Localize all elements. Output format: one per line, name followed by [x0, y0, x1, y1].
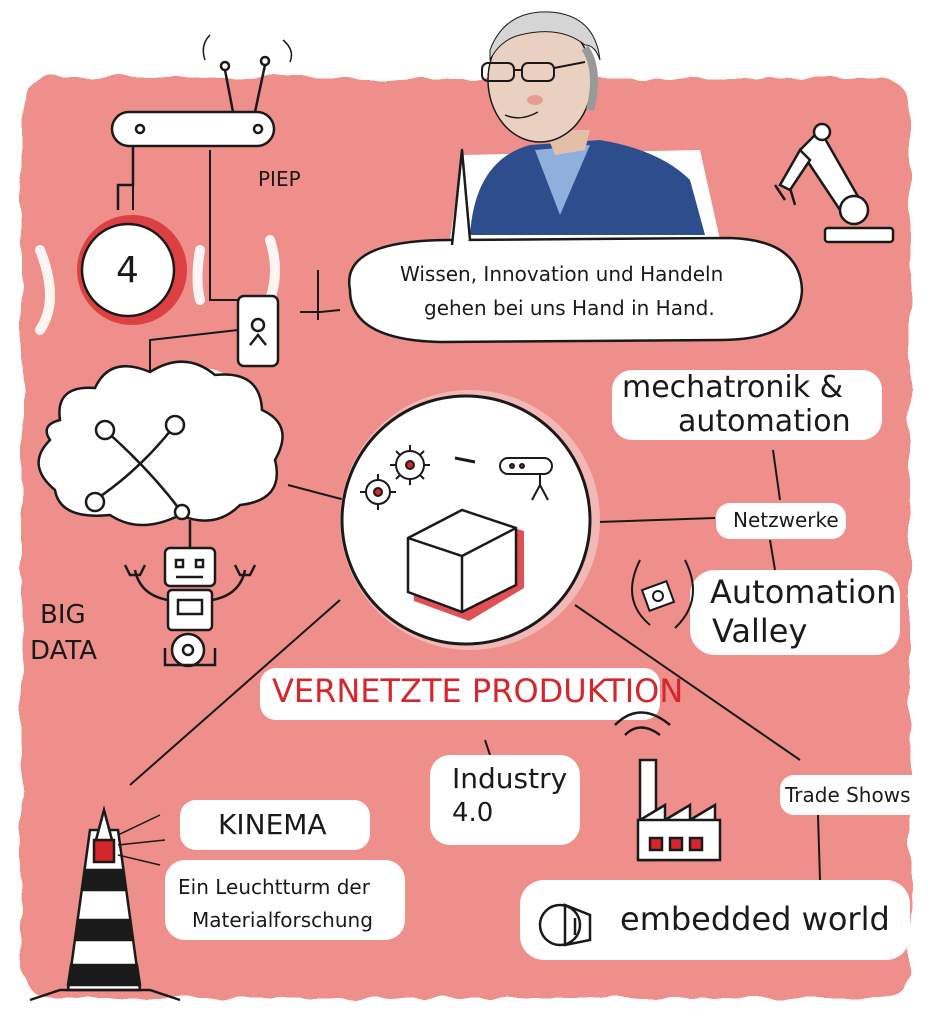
embedded-world-label: embedded world	[620, 900, 890, 938]
netzwerke-label: Netzwerke	[733, 508, 839, 532]
dial-icon	[77, 215, 187, 325]
embedded-world-logo-icon	[538, 903, 592, 947]
factory-icon	[614, 711, 722, 862]
gears-icon	[360, 445, 430, 510]
leuchtturm-line-1: Ein Leuchtturm der	[178, 875, 370, 899]
vernetzte-produktion-title: VERNETZTE PRODUKTION	[272, 672, 684, 710]
industry-line-2: 4.0	[452, 798, 494, 828]
robot-icon	[123, 520, 257, 668]
label-blobs	[165, 370, 930, 960]
leuchtturm-line-2: Materialforschung	[192, 908, 373, 932]
speaker-icon	[631, 559, 694, 629]
dial-number: 4	[116, 250, 139, 291]
quote-line-2: gehen bei uns Hand in Hand.	[424, 296, 715, 320]
automation-valley-line-1: Automation	[710, 573, 897, 611]
connector-lines	[129, 150, 821, 881]
router-icon	[110, 34, 293, 210]
piep-label: PIEP	[258, 167, 301, 191]
speech-bubble	[347, 148, 804, 344]
cloud-network-icon	[37, 360, 284, 527]
dash-line	[454, 456, 476, 464]
lighthouse-icon	[29, 805, 181, 1002]
trade-shows-label: Trade Shows	[785, 783, 911, 807]
camera-icon	[499, 457, 553, 501]
quote-line-1: Wissen, Innovation und Handeln	[400, 262, 724, 286]
cube-icon	[406, 508, 524, 621]
industry-line-1: Industry	[452, 762, 568, 795]
automation-valley-line-2: Valley	[712, 612, 808, 650]
smartphone-icon	[236, 294, 280, 368]
mechatronik-line-1: mechatronik &	[622, 370, 844, 405]
robot-arm-icon	[773, 122, 895, 244]
mechatronik-line-2: automation	[678, 404, 851, 439]
big-data-line-1: BIG	[40, 600, 86, 630]
big-data-line-2: DATA	[30, 636, 97, 666]
person-illustration	[450, 11, 720, 240]
kinema-label: KINEMA	[218, 808, 327, 841]
